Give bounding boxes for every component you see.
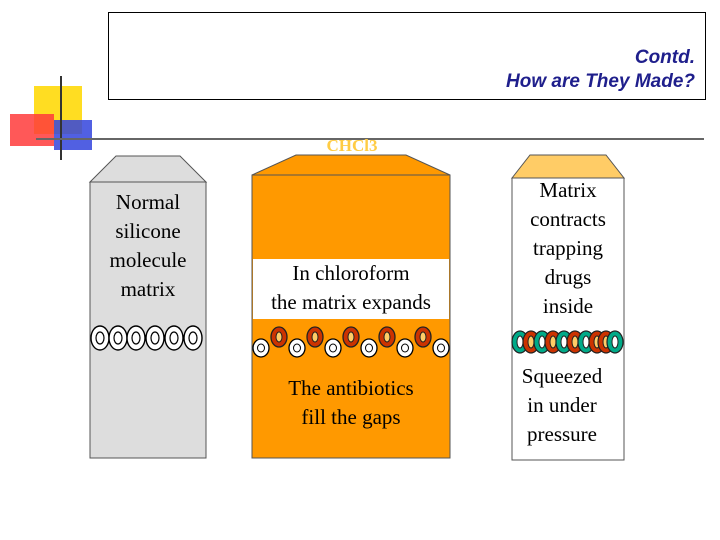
label-line: Squeezed [521,364,603,388]
silicone-molecule [252,338,270,358]
column-contracted-bottom-label: Squeezed in under pressure [512,362,612,449]
column-normal-label: Normal silicone molecule matrix [90,188,206,304]
decor-vertical-line [60,76,62,160]
solvent-label: CHCl3 [327,136,378,155]
column-normal-top [88,155,208,183]
label-line: Normal [115,190,181,214]
silicone-molecule [360,338,378,358]
silicone-molecule [396,338,414,358]
column-chloroform-top [251,154,451,176]
column-contracted-top [510,154,626,179]
expanded-matrix-row [252,326,450,358]
antibiotic-molecule [414,326,432,348]
silicone-molecule [324,338,342,358]
antibiotic-molecule [378,326,396,348]
slide-title: How are They Made? [506,71,695,92]
silicone-molecule [126,325,146,351]
column-chloroform-top-label: In chloroform the matrix expands [253,259,449,319]
title-box: Contd. How are They Made? [108,12,706,100]
label-line: pressure [527,422,597,446]
label-line: the matrix expands [271,290,431,314]
silicone-molecule [164,325,184,351]
silicone-molecule [288,338,306,358]
silicone-molecule-row [90,325,203,351]
label-line: matrix [120,277,176,301]
column-contracted-body [511,177,625,461]
silicone-molecule [90,325,110,351]
label-line: inside [542,294,594,318]
teal-molecule [606,330,624,354]
column-contracted-top-label: Matrix contracts trapping drugs inside [512,176,624,321]
label-line: fill the gaps [301,405,401,429]
label-line: drugs [544,265,592,289]
label-line: molecule [109,248,187,272]
silicone-molecule [183,325,203,351]
contracted-matrix-row [511,330,624,354]
antibiotic-molecule [342,326,360,348]
silicone-molecule [108,325,128,351]
decor-red-square [10,114,54,146]
antibiotic-molecule [306,326,324,348]
label-line: in under [527,393,597,417]
decor-horizontal-line [36,138,704,140]
label-line: contracts [530,207,606,231]
label-line: trapping [533,236,603,260]
column-normal-body [89,181,207,459]
antibiotic-molecule [270,326,288,348]
label-line: The antibiotics [288,376,414,400]
slide-subtitle: Contd. [634,47,695,68]
silicone-molecule [432,338,450,358]
silicone-molecule [145,325,165,351]
label-line: silicone [115,219,181,243]
column-chloroform-bottom-label: The antibiotics fill the gaps [252,374,450,432]
label-line: In chloroform [292,261,410,285]
label-line: Matrix [539,178,597,202]
